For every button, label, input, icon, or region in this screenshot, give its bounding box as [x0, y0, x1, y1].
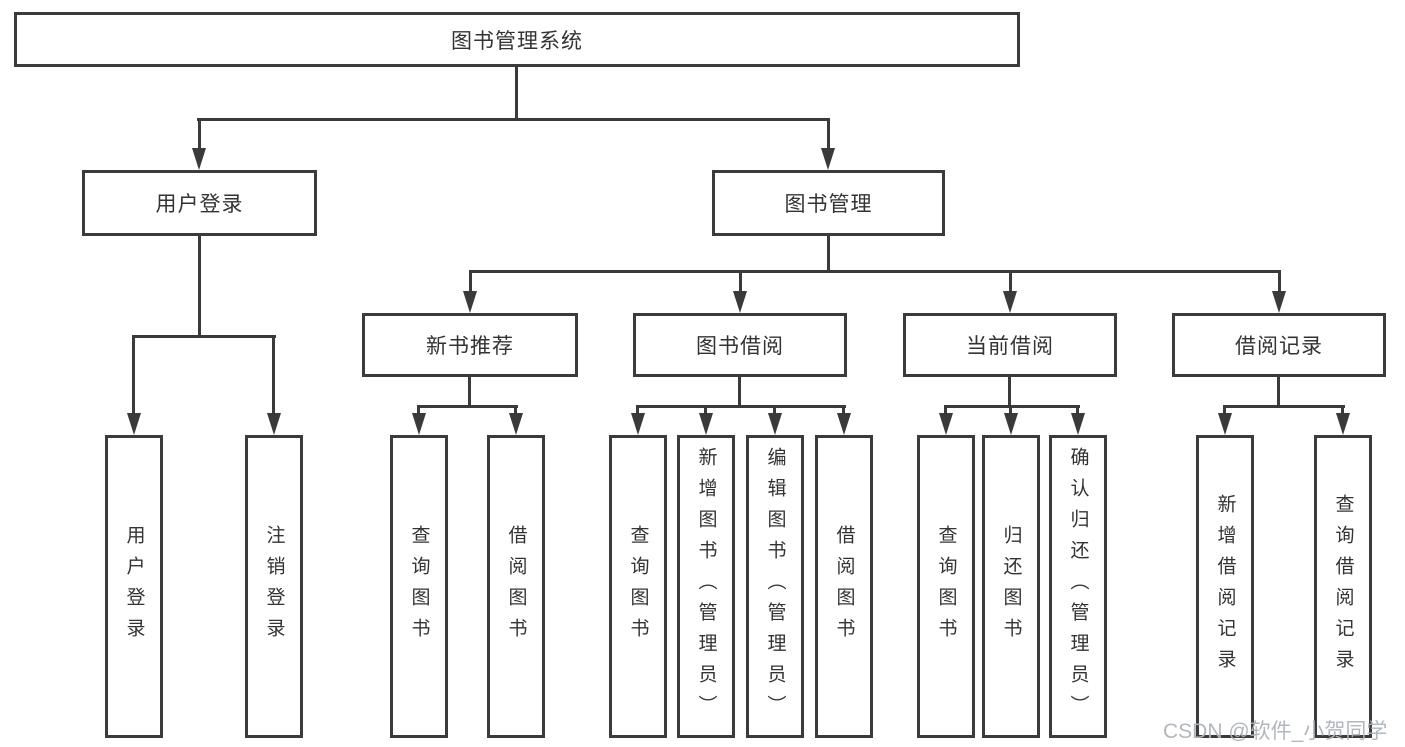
connector-arrowhead [192, 148, 206, 170]
leaf-query-books-borrowing: 查询图书 [609, 435, 667, 738]
connector-arrowhead [837, 413, 851, 435]
csdn-watermark: CSDN @软件_小贺同学 [1163, 720, 1388, 743]
connector-arrowhead [267, 413, 281, 435]
connector-vline [827, 236, 830, 273]
connector-vline [1009, 270, 1012, 292]
node-new-book-recommend: 新书推荐 [362, 313, 578, 377]
connector-arrowhead [821, 148, 835, 170]
connector-arrowhead [768, 413, 782, 435]
leaf-label: 查询借阅记录 [1332, 493, 1354, 680]
connector-vline [198, 236, 201, 337]
leaf-borrow-books-recommend: 借阅图书 [487, 435, 545, 738]
node-label: 新书推荐 [426, 335, 514, 358]
connector-vline [1076, 405, 1079, 417]
connector-vline [514, 405, 517, 417]
connector-arrowhead [1071, 413, 1085, 435]
connector-arrowhead [1218, 413, 1232, 435]
connector-vline [1277, 377, 1280, 407]
connector-hline [197, 118, 830, 121]
connector-vline [417, 405, 420, 417]
connector-vline [1278, 270, 1281, 292]
connector-hline [944, 405, 1080, 408]
connector-vline [468, 377, 471, 407]
node-label: 用户登录 [155, 193, 244, 216]
leaf-confirm-return-admin: 确认归还（管理员） [1049, 435, 1107, 738]
leaf-label: 借阅图书 [833, 524, 855, 649]
node-current-borrowing: 当前借阅 [903, 313, 1117, 377]
leaf-add-borrow-record: 新增借阅记录 [1196, 435, 1254, 738]
node-label: 借阅记录 [1235, 335, 1323, 358]
connector-arrowhead [1272, 291, 1286, 313]
leaf-label: 新增图书（管理员） [695, 447, 717, 726]
leaf-add-book-admin: 新增图书（管理员） [677, 435, 735, 738]
connector-hline [418, 405, 518, 408]
connector-arrowhead [1004, 413, 1018, 435]
leaf-query-books-recommend: 查询图书 [390, 435, 448, 738]
node-library-management-system: 图书管理系统 [14, 12, 1020, 67]
leaf-label: 归还图书 [1000, 524, 1022, 649]
connector-vline [636, 405, 639, 417]
node-book-borrowing: 图书借阅 [633, 313, 847, 377]
connector-vline [198, 118, 201, 150]
leaf-edit-book-admin: 编辑图书（管理员） [746, 435, 804, 738]
connector-arrowhead [733, 291, 747, 313]
leaf-label: 查询图书 [935, 524, 957, 649]
connector-arrowhead [509, 413, 523, 435]
connector-vline [739, 270, 742, 292]
connector-arrowhead [463, 291, 477, 313]
connector-vline [773, 405, 776, 417]
connector-hline [469, 270, 1281, 273]
node-borrowing-records: 借阅记录 [1172, 313, 1386, 377]
connector-arrowhead [939, 413, 953, 435]
connector-vline [827, 118, 830, 150]
leaf-borrow-books: 借阅图书 [815, 435, 873, 738]
leaf-logout: 注销登录 [245, 435, 303, 738]
connector-vline [272, 335, 275, 415]
connector-arrowhead [631, 413, 645, 435]
leaf-label: 编辑图书（管理员） [764, 447, 786, 726]
connector-vline [704, 405, 707, 417]
connector-vline [944, 405, 947, 417]
connector-hline [1223, 405, 1345, 408]
connector-vline [132, 335, 135, 415]
connector-arrowhead [412, 413, 426, 435]
connector-hline [636, 405, 846, 408]
node-label: 图书管理 [784, 193, 873, 216]
leaf-label: 借阅图书 [505, 524, 527, 649]
connector-vline [842, 405, 845, 417]
node-user-login: 用户登录 [82, 170, 317, 236]
leaf-label: 查询图书 [408, 524, 430, 649]
leaf-query-books-current: 查询图书 [917, 435, 975, 738]
connector-vline [1223, 405, 1226, 417]
leaf-user-login: 用户登录 [105, 435, 163, 738]
leaf-label: 新增借阅记录 [1214, 493, 1236, 680]
node-label: 图书借阅 [696, 335, 784, 358]
leaf-label: 用户登录 [123, 524, 145, 649]
node-label: 当前借阅 [966, 335, 1054, 358]
leaf-return-books: 归还图书 [982, 435, 1040, 738]
connector-arrowhead [699, 413, 713, 435]
leaf-query-borrow-record: 查询借阅记录 [1314, 435, 1372, 738]
connector-arrowhead [1003, 291, 1017, 313]
leaf-label: 确认归还（管理员） [1067, 447, 1089, 726]
connector-hline [133, 335, 276, 338]
connector-vline [1341, 405, 1344, 417]
connector-vline [1008, 377, 1011, 407]
connector-vline [1009, 405, 1012, 417]
node-book-management: 图书管理 [712, 170, 945, 236]
connector-arrowhead [127, 413, 141, 435]
connector-vline [738, 377, 741, 407]
connector-arrowhead [1336, 413, 1350, 435]
connector-vline [515, 66, 518, 120]
node-label: 图书管理系统 [451, 29, 583, 53]
leaf-label: 查询图书 [627, 524, 649, 649]
leaf-label: 注销登录 [263, 524, 285, 649]
connector-vline [469, 270, 472, 292]
